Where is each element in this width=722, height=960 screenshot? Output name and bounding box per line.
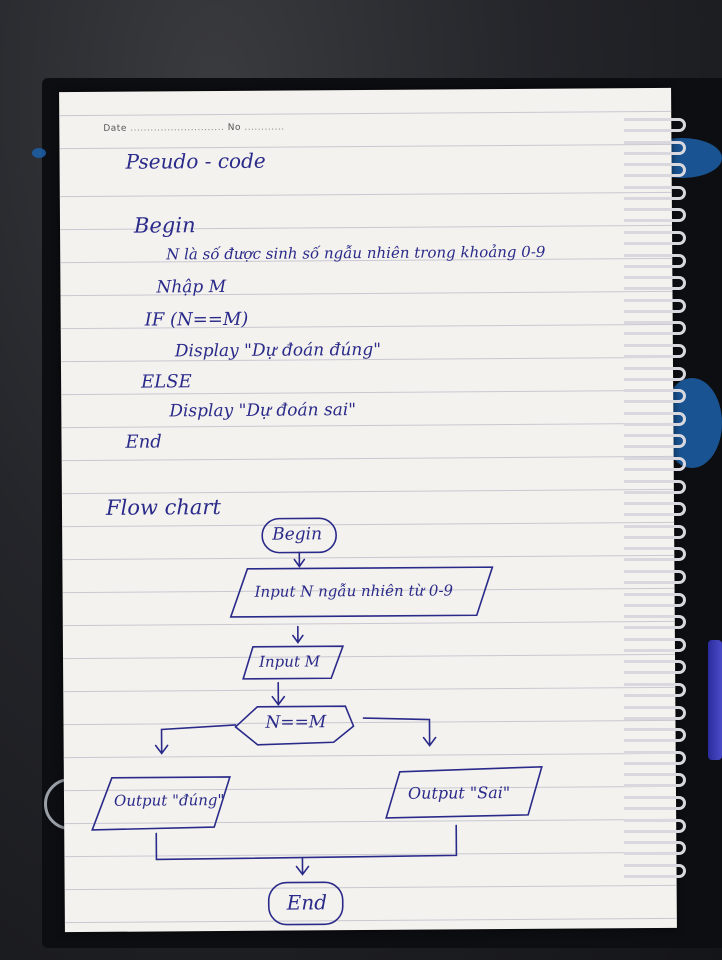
output-false-shape [385,765,543,819]
spiral-ring [624,524,686,539]
spiral-ring [624,502,686,517]
spiral-ring [624,660,686,675]
spiral-ring [624,163,686,178]
spiral-ring [624,389,686,404]
arrow-input-n-to-input-m [292,625,304,644]
spiral-ring [624,231,686,245]
spiral-ring [624,796,686,810]
notebook-page: Date ............................ No ...… [59,87,677,933]
spiral-ring [624,750,686,765]
spiral-ring [624,366,686,381]
spiral-ring [624,705,686,720]
flowchart-output-true-label: Output "đúng" [113,791,225,810]
spiral-ring [624,185,686,200]
spiral-ring [624,411,686,426]
spiral-ring [624,637,686,652]
spiral-ring [624,344,686,358]
flowchart-begin-label: Begin [272,524,323,545]
end-terminator [267,881,344,926]
flowchart-output-false-label: Output "Sai" [407,783,511,803]
spiral-ring [624,818,686,833]
arrow-decision-to-true [154,724,237,755]
cover-blue-spot [32,148,46,158]
spiral-ring [624,208,686,223]
flowchart-input-m-label: Input M [258,652,321,671]
spiral-ring [624,773,686,788]
arrow-begin-to-input-n [293,551,306,568]
spiral-ring [624,253,686,268]
pen [708,640,722,760]
arrow-input-m-to-decision [271,681,286,706]
spiral-ring [624,140,686,155]
spiral-ring [624,592,686,607]
flowchart-diagram [91,517,543,926]
spiral-ring [624,863,686,878]
flowchart-input-n-label: Input N ngẫu nhiên từ 0-9 [254,581,454,601]
spiral-ring [624,434,686,449]
merge-connector [155,824,458,861]
input-m-shape [242,645,345,680]
flowchart-decision-label: N==M [265,712,327,733]
spiral-ring [624,457,686,471]
notebook-spiral-binding [624,118,694,898]
spiral-ring [624,479,686,494]
output-true-shape [91,776,231,831]
spiral-ring [624,298,686,313]
spiral-ring [624,321,686,336]
spiral-ring [624,683,686,697]
input-n-shape [229,566,494,618]
spiral-ring [624,118,686,132]
spiral-ring [624,841,686,856]
arrow-decision-to-false [362,717,437,747]
arrow-to-end [295,857,310,876]
spiral-ring [624,615,686,630]
flowchart-end-label: End [286,890,328,915]
decision-shape [234,705,355,746]
spiral-ring [624,570,686,584]
spiral-ring [624,276,686,291]
spiral-ring [624,728,686,743]
spiral-ring [624,547,686,562]
